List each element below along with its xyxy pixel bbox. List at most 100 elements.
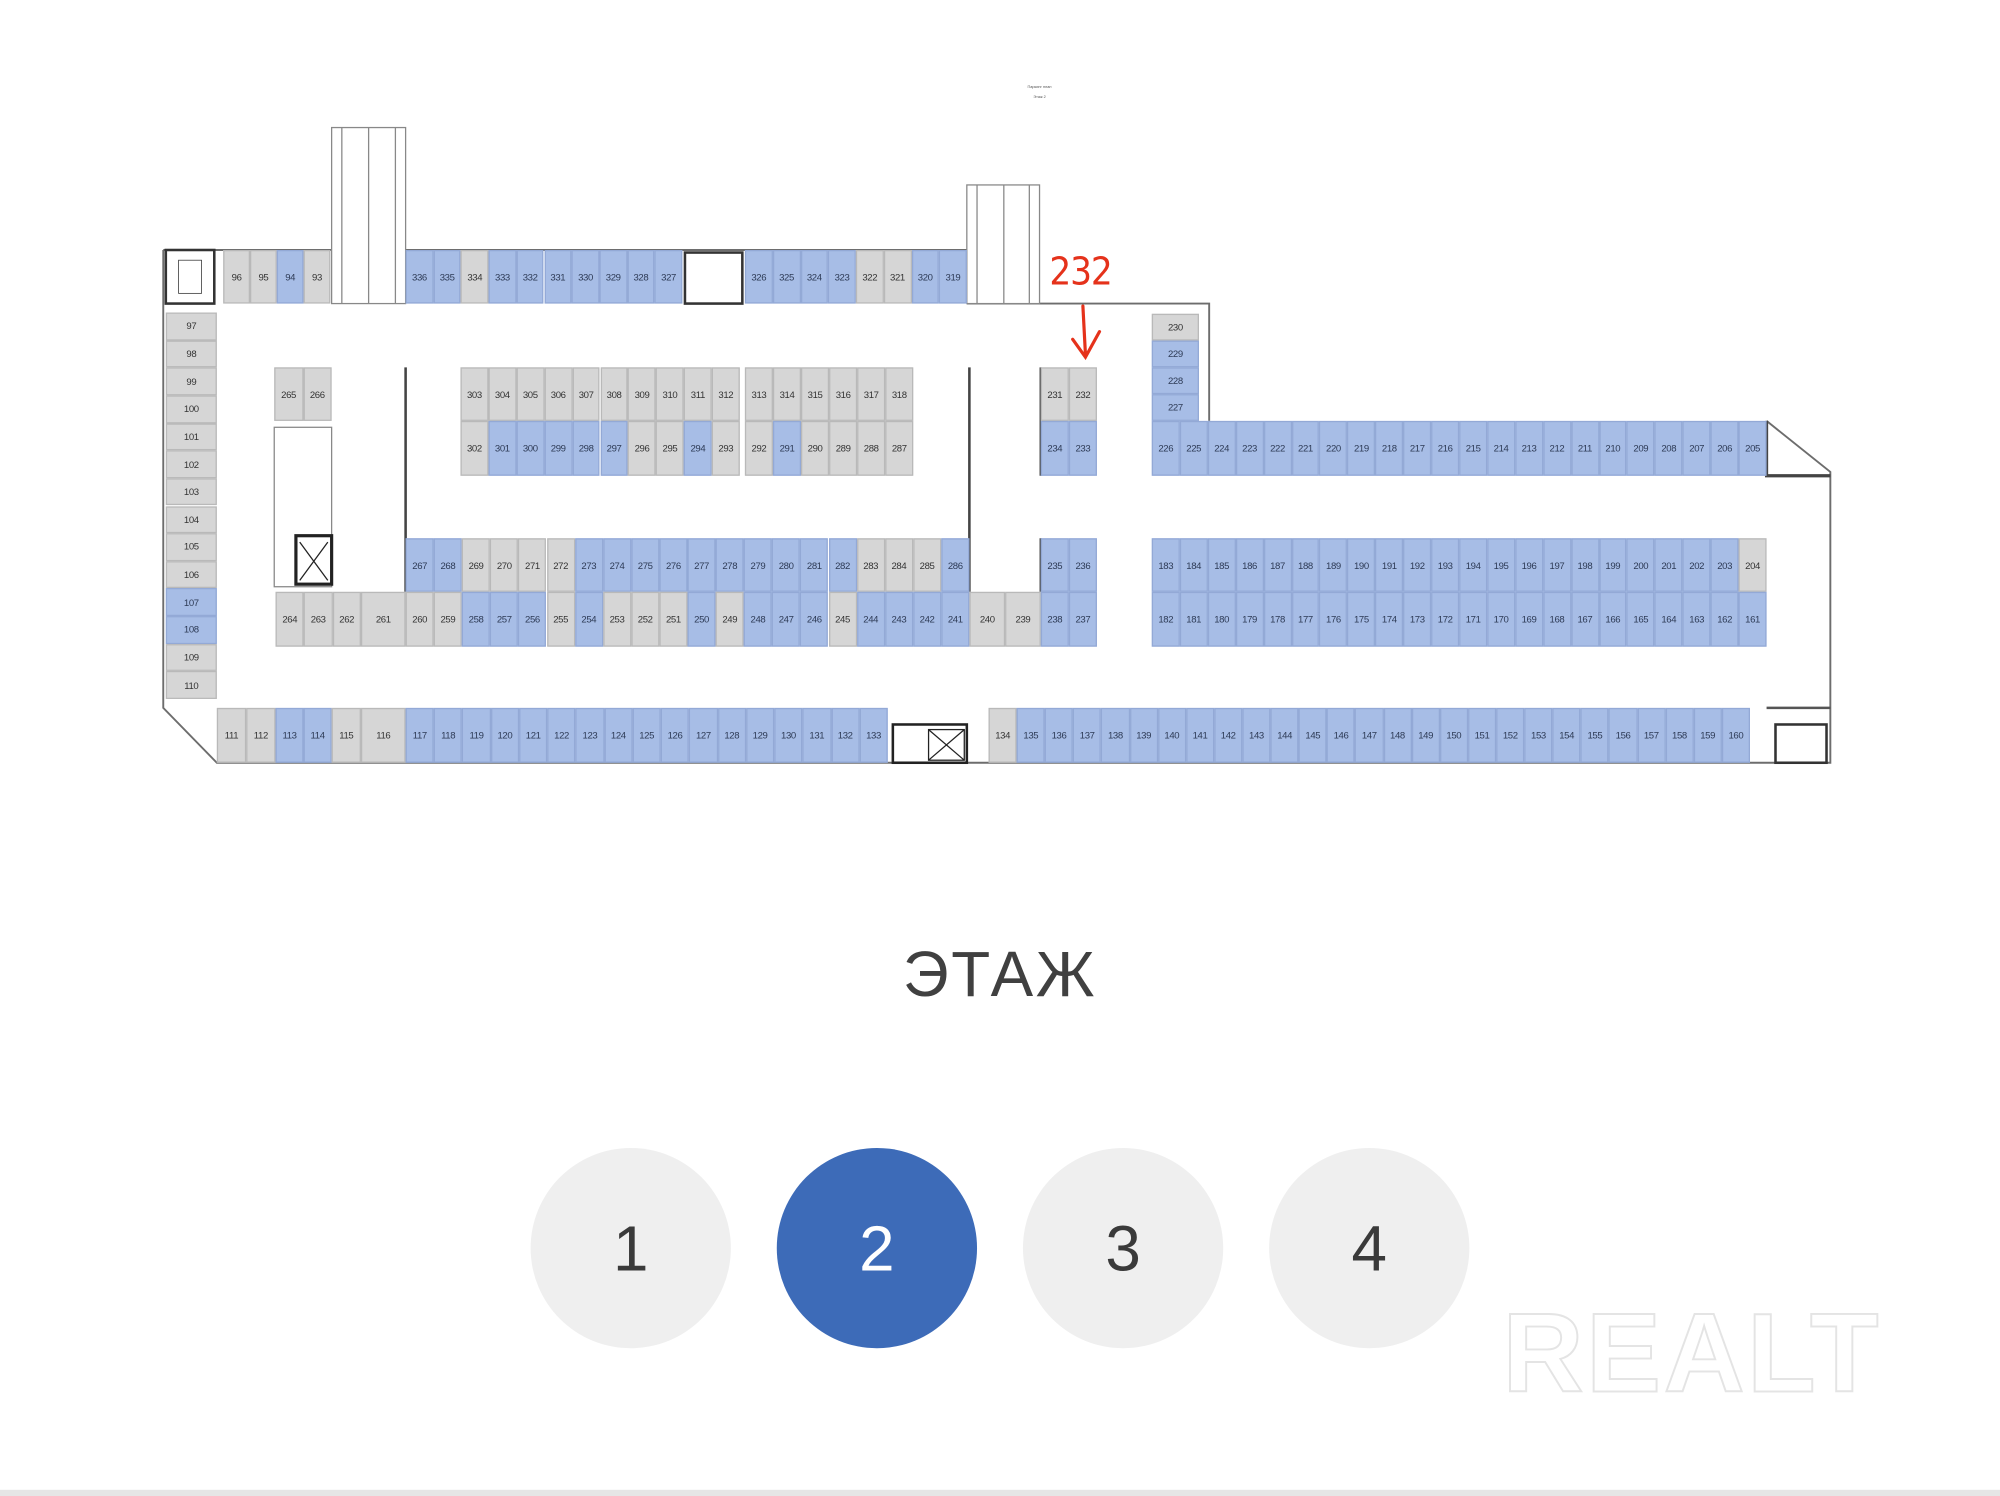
parking-spot-182[interactable]: 182: [1151, 591, 1180, 647]
parking-spot-124[interactable]: 124: [604, 707, 633, 763]
parking-spot-325[interactable]: 325: [772, 249, 801, 304]
parking-spot-154[interactable]: 154: [1552, 707, 1581, 763]
parking-spot-271[interactable]: 271: [518, 538, 547, 592]
parking-spot-302[interactable]: 302: [460, 420, 489, 476]
parking-spot-126[interactable]: 126: [660, 707, 690, 763]
parking-spot-203[interactable]: 203: [1710, 538, 1739, 592]
parking-spot-117[interactable]: 117: [405, 707, 434, 763]
parking-spot-134[interactable]: 134: [988, 707, 1017, 763]
parking-spot-207[interactable]: 207: [1682, 420, 1711, 476]
parking-spot-290[interactable]: 290: [801, 420, 830, 476]
parking-spot-151[interactable]: 151: [1467, 707, 1497, 763]
parking-spot-188[interactable]: 188: [1291, 538, 1320, 592]
parking-spot-227[interactable]: 227: [1151, 394, 1199, 421]
parking-spot-281[interactable]: 281: [800, 538, 829, 592]
parking-spot-322[interactable]: 322: [855, 249, 884, 304]
parking-spot-114[interactable]: 114: [303, 707, 332, 763]
parking-spot-171[interactable]: 171: [1459, 591, 1488, 647]
parking-spot-184[interactable]: 184: [1179, 538, 1208, 592]
parking-spot-257[interactable]: 257: [490, 591, 519, 647]
parking-spot-202[interactable]: 202: [1682, 538, 1711, 592]
parking-spot-137[interactable]: 137: [1073, 707, 1102, 763]
parking-spot-243[interactable]: 243: [884, 591, 913, 647]
parking-spot-272[interactable]: 272: [546, 538, 575, 592]
parking-spot-101[interactable]: 101: [165, 422, 217, 451]
parking-spot-105[interactable]: 105: [165, 533, 217, 561]
parking-spot-316[interactable]: 316: [829, 367, 858, 421]
parking-spot-106[interactable]: 106: [165, 560, 217, 589]
parking-spot-238[interactable]: 238: [1040, 591, 1069, 647]
parking-spot-107[interactable]: 107: [165, 588, 217, 617]
parking-spot-175[interactable]: 175: [1347, 591, 1376, 647]
floor-button-2[interactable]: 2: [776, 1147, 978, 1349]
parking-spot-320[interactable]: 320: [911, 249, 940, 304]
parking-spot-247[interactable]: 247: [772, 591, 801, 647]
parking-spot-315[interactable]: 315: [801, 367, 830, 421]
parking-spot-172[interactable]: 172: [1431, 591, 1460, 647]
parking-spot-222[interactable]: 222: [1263, 420, 1292, 476]
parking-spot-294[interactable]: 294: [683, 420, 712, 476]
parking-spot-131[interactable]: 131: [802, 707, 832, 763]
parking-spot-161[interactable]: 161: [1738, 591, 1767, 647]
parking-spot-194[interactable]: 194: [1459, 538, 1488, 592]
parking-spot-185[interactable]: 185: [1207, 538, 1236, 592]
parking-spot-329[interactable]: 329: [599, 249, 628, 304]
parking-spot-321[interactable]: 321: [883, 249, 912, 304]
parking-spot-236[interactable]: 236: [1068, 538, 1097, 592]
parking-spot-200[interactable]: 200: [1626, 538, 1655, 592]
parking-spot-144[interactable]: 144: [1270, 707, 1299, 763]
parking-spot-333[interactable]: 333: [488, 249, 517, 304]
parking-spot-195[interactable]: 195: [1487, 538, 1516, 592]
parking-spot-237[interactable]: 237: [1068, 591, 1097, 647]
parking-spot-310[interactable]: 310: [655, 367, 684, 421]
parking-spot-168[interactable]: 168: [1542, 591, 1571, 647]
parking-spot-301[interactable]: 301: [488, 420, 517, 476]
parking-spot-219[interactable]: 219: [1347, 420, 1376, 476]
parking-spot-110[interactable]: 110: [165, 671, 217, 699]
parking-spot-245[interactable]: 245: [828, 591, 857, 647]
parking-spot-176[interactable]: 176: [1319, 591, 1348, 647]
floor-button-1[interactable]: 1: [530, 1147, 731, 1349]
parking-spot-155[interactable]: 155: [1580, 707, 1609, 763]
parking-spot-231[interactable]: 231: [1040, 367, 1069, 421]
parking-spot-282[interactable]: 282: [828, 538, 857, 592]
parking-spot-279[interactable]: 279: [743, 538, 773, 592]
parking-spot-335[interactable]: 335: [433, 249, 461, 304]
parking-spot-170[interactable]: 170: [1487, 591, 1516, 647]
parking-spot-295[interactable]: 295: [655, 420, 684, 476]
parking-spot-296[interactable]: 296: [628, 420, 656, 476]
parking-spot-160[interactable]: 160: [1721, 707, 1750, 763]
parking-spot-312[interactable]: 312: [711, 367, 740, 421]
parking-spot-205[interactable]: 205: [1738, 420, 1767, 476]
parking-spot-142[interactable]: 142: [1214, 707, 1243, 763]
parking-spot-165[interactable]: 165: [1626, 591, 1655, 647]
parking-spot-104[interactable]: 104: [165, 505, 217, 534]
parking-spot-206[interactable]: 206: [1710, 420, 1739, 476]
parking-spot-136[interactable]: 136: [1044, 707, 1074, 763]
parking-spot-331[interactable]: 331: [544, 249, 572, 304]
parking-spot-285[interactable]: 285: [912, 538, 942, 592]
parking-spot-97[interactable]: 97: [165, 312, 217, 341]
parking-spot-148[interactable]: 148: [1383, 707, 1412, 763]
parking-spot-180[interactable]: 180: [1207, 591, 1236, 647]
floor-button-4[interactable]: 4: [1269, 1147, 1470, 1349]
parking-spot-244[interactable]: 244: [856, 591, 885, 647]
parking-spot-212[interactable]: 212: [1542, 420, 1571, 476]
parking-spot-308[interactable]: 308: [600, 367, 629, 421]
parking-spot-186[interactable]: 186: [1235, 538, 1264, 592]
parking-spot-228[interactable]: 228: [1151, 367, 1199, 395]
parking-spot-270[interactable]: 270: [490, 538, 519, 592]
parking-spot-210[interactable]: 210: [1598, 420, 1627, 476]
parking-spot-132[interactable]: 132: [831, 707, 860, 763]
parking-spot-209[interactable]: 209: [1626, 420, 1655, 476]
parking-spot-261[interactable]: 261: [360, 591, 406, 647]
parking-spot-201[interactable]: 201: [1654, 538, 1683, 592]
parking-spot-226[interactable]: 226: [1151, 420, 1180, 476]
parking-spot-303[interactable]: 303: [460, 367, 489, 421]
parking-spot-234[interactable]: 234: [1040, 420, 1069, 476]
parking-spot-166[interactable]: 166: [1598, 591, 1627, 647]
parking-spot-102[interactable]: 102: [165, 450, 217, 479]
parking-spot-189[interactable]: 189: [1319, 538, 1348, 592]
parking-spot-187[interactable]: 187: [1263, 538, 1292, 592]
parking-spot-103[interactable]: 103: [165, 478, 217, 506]
